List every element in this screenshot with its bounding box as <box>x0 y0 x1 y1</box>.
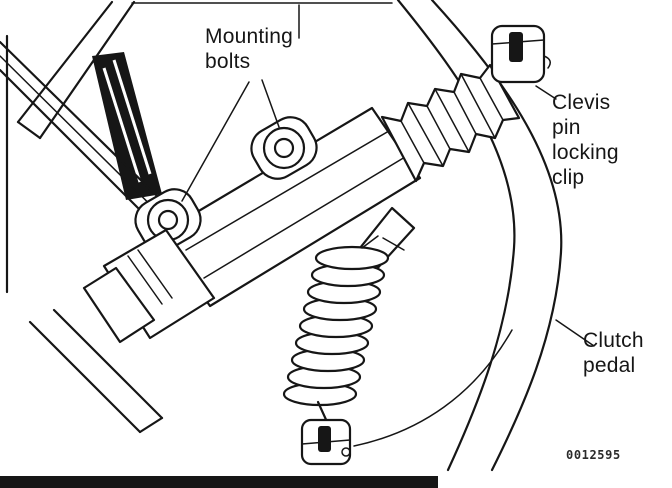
clevis-label-line4: clip <box>552 166 585 189</box>
master-cylinder-body <box>82 106 422 344</box>
clutch-pedal-label-line1: Clutch <box>583 329 644 352</box>
bellows-boot <box>380 42 521 183</box>
clevis-label-line3: locking <box>552 141 619 164</box>
lower-left-bracket <box>28 308 164 434</box>
clutch-pedal-label-line2: pedal <box>583 354 636 377</box>
clevis-pin-locking-clip <box>490 24 551 84</box>
cylinder-snout <box>82 266 156 344</box>
leader-mounting-bolt-lower <box>181 81 250 202</box>
mounting-bolts-label-line1: Mounting <box>205 25 293 48</box>
mounting-bolts-label: Mounting bolts <box>205 24 293 74</box>
leader-clevis-clip <box>535 85 557 100</box>
clevis-label-line2: pin <box>552 116 581 139</box>
clevis-pin-locking-clip-label: Clevis pin locking clip <box>552 90 619 190</box>
bottom-bar <box>0 476 438 488</box>
upper-left-linkage <box>16 0 162 200</box>
figure-id-number: 0012595 <box>566 448 621 462</box>
leader-lines <box>181 4 595 347</box>
frame-lines <box>5 2 393 294</box>
mounting-bolt-upper <box>262 126 306 170</box>
leader-clutch-pedal <box>555 319 595 347</box>
mounting-bolt-lower <box>146 198 190 242</box>
clutch-pedal-label: Clutch pedal <box>583 328 644 378</box>
return-spring <box>282 235 390 426</box>
mounting-bolts-label-line2: bolts <box>205 50 251 73</box>
lower-clevis-pin <box>300 418 352 466</box>
leader-mounting-bolt-upper <box>261 79 280 128</box>
clevis-label-line1: Clevis <box>552 91 611 114</box>
